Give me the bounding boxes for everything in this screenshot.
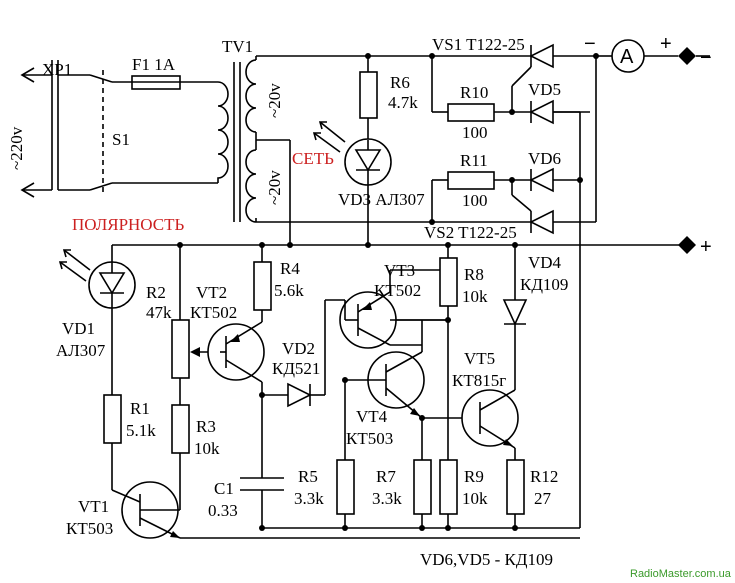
label-r7-value: 3.3k: [372, 489, 402, 508]
label-vt1-value: КТ503: [66, 519, 113, 538]
label-r4: R4: [280, 259, 300, 278]
resistor-r1: [103, 394, 122, 490]
label-r4-value: 5.6k: [274, 281, 304, 300]
label-r1-value: 5.1k: [126, 421, 156, 440]
resistor-r6: [359, 56, 378, 140]
label-minus-top: −: [584, 33, 596, 55]
label-note: VD6,VD5 - КД109: [420, 550, 553, 569]
resistor-r12: [506, 459, 525, 528]
mains-connector-xp1: [20, 60, 90, 198]
label-vt4-value: КТ503: [346, 429, 393, 448]
label-vd4: VD4: [528, 253, 562, 272]
label-vd4-value: КД109: [520, 275, 568, 294]
label-r8: R8: [464, 265, 484, 284]
label-vt4: VT4: [356, 407, 388, 426]
label-r9: R9: [464, 467, 484, 486]
label-r8-value: 10k: [462, 287, 488, 306]
switch-s1: [89, 70, 113, 195]
ammeter: [611, 39, 678, 73]
transistor-vt4: [345, 320, 425, 419]
label-r9-value: 10k: [462, 489, 488, 508]
label-r11-value: 100: [462, 191, 488, 210]
label-c1: C1: [214, 479, 234, 498]
label-vt5-value: КТ815г: [452, 371, 506, 390]
label-r7: R7: [376, 467, 396, 486]
label-r11: R11: [460, 151, 488, 170]
transistor-vt1: [111, 460, 580, 539]
label-set: СЕТЬ: [292, 149, 334, 168]
label-plus-top: +: [660, 33, 672, 55]
capacitor-c1: [240, 477, 284, 528]
label-r2-value: 47k: [146, 303, 172, 322]
label-f1: F1 1A: [132, 55, 176, 74]
transistor-vt2: [207, 321, 265, 383]
label-ammeter: A: [620, 46, 634, 68]
led-vd3: [312, 121, 392, 245]
resistor-r9: [439, 459, 458, 528]
label-r6: R6: [390, 73, 410, 92]
resistor-r11: [447, 171, 512, 190]
label-r10-value: 100: [462, 123, 488, 142]
label-plus-out: +: [700, 236, 712, 258]
terminal-negative: [678, 47, 696, 65]
label-xp1: XP1: [42, 60, 72, 79]
resistor-r3: [171, 404, 190, 460]
transistor-vt5: [461, 330, 519, 460]
label-s1: S1: [112, 130, 130, 149]
label-vd1-value: АЛ307: [56, 341, 106, 360]
label-r6-value: 4.7k: [388, 93, 418, 112]
label-polarity: ПОЛЯРНОСТЬ: [72, 215, 185, 234]
label-r3: R3: [196, 417, 216, 436]
resistor-r8: [439, 257, 458, 320]
label-vs2: VS2 T122-25: [424, 223, 517, 242]
label-mains-voltage: ~220v: [7, 126, 26, 170]
label-r2: R2: [146, 283, 166, 302]
label-vd2-value: КД521: [272, 359, 320, 378]
label-winding2: ~20v: [265, 170, 284, 205]
label-vd6: VD6: [528, 149, 561, 168]
led-vd1: [58, 249, 136, 309]
label-vd3: VD3 АЛ307: [338, 190, 425, 209]
label-r3-value: 10k: [194, 439, 220, 458]
label-vd1: VD1: [62, 319, 95, 338]
label-vd5: VD5: [528, 80, 561, 99]
terminal-positive: [678, 236, 696, 254]
diode-vd4: [502, 299, 528, 330]
resistor-r5: [336, 459, 355, 528]
label-vt2: VT2: [196, 283, 227, 302]
junction-dots: [177, 53, 599, 531]
label-r1: R1: [130, 399, 150, 418]
resistor-r7: [413, 459, 432, 528]
label-vs1: VS1 T122-25: [432, 35, 525, 54]
label-tv1: TV1: [222, 37, 253, 56]
label-vd2: VD2: [282, 339, 315, 358]
label-vt2-value: КТ502: [190, 303, 237, 322]
label-winding1: ~20v: [265, 83, 284, 118]
label-r5: R5: [298, 467, 318, 486]
diode-vd2: [262, 299, 345, 408]
diode-vd5: [529, 99, 554, 125]
resistor-r4: [253, 261, 272, 322]
label-r5-value: 3.3k: [294, 489, 324, 508]
label-r12: R12: [530, 467, 558, 486]
label-r12-value: 27: [534, 489, 552, 508]
label-minus-out: −: [700, 47, 712, 69]
transformer-tv1: [217, 56, 257, 223]
watermark: RadioMaster.com.ua: [630, 568, 732, 580]
label-vt3-value: КТ502: [374, 281, 421, 300]
label-r10: R10: [460, 83, 488, 102]
thyristor-vs2: [511, 194, 554, 235]
diode-vd6: [512, 167, 580, 193]
label-vt1: VT1: [78, 497, 109, 516]
label-c1-value: 0.33: [208, 501, 238, 520]
thyristor-vs1: [511, 43, 554, 87]
label-vt5: VT5: [464, 349, 495, 368]
fuse-f1: [112, 75, 218, 90]
